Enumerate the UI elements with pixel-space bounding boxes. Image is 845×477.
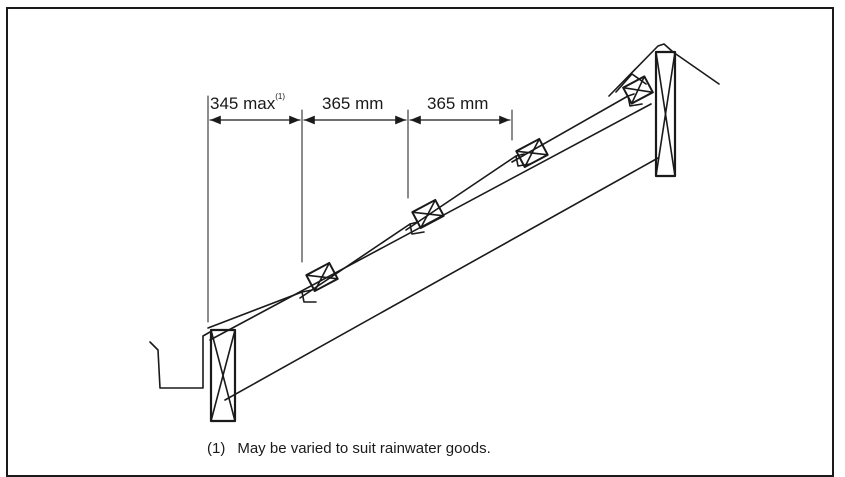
ridge-capping — [608, 43, 720, 97]
ridge-post — [654, 50, 677, 178]
dimension-label-third: 365 mm — [427, 94, 489, 113]
dimension-label-second: 365 mm — [322, 94, 384, 113]
dimension-value-first: 345 max — [210, 94, 276, 113]
footnote-number: (1) — [207, 440, 226, 457]
footnote: (1) May be varied to suit rainwater goods… — [207, 441, 491, 456]
tile-return-1 — [301, 291, 317, 303]
batten-3 — [515, 137, 549, 169]
figure-frame — [6, 7, 834, 477]
tile-course-3 — [405, 153, 525, 231]
footnote-text: May be varied to suit rainwater goods. — [237, 440, 491, 457]
batten-1 — [305, 261, 339, 293]
ridge-tile-hook — [615, 73, 647, 93]
dimension-label-first: 345 max(1) — [210, 92, 285, 113]
rafter-bottom-edge — [224, 157, 659, 401]
gutter — [149, 331, 211, 389]
eaves-post — [209, 328, 237, 423]
footnote-reference: (1) — [275, 92, 285, 101]
batten-4 — [622, 75, 654, 105]
tile-return-2 — [409, 223, 425, 235]
tile-course-4 — [511, 93, 635, 163]
batten-2 — [411, 198, 445, 230]
tile-course-1 — [207, 289, 313, 329]
